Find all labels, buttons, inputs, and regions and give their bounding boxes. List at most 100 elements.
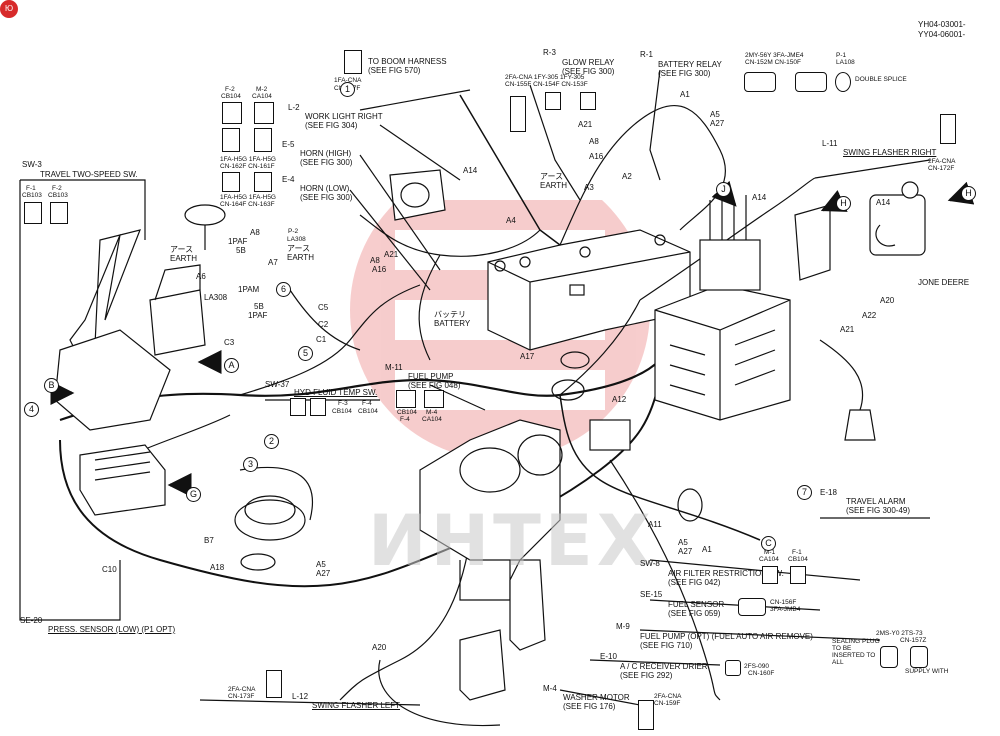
connector-battery-relay-1: [744, 72, 776, 92]
connector-fp-opt-1: [880, 646, 898, 668]
glow-relay-id: R-3: [543, 48, 556, 57]
washer-title: WASHER MOTOR: [563, 693, 630, 702]
ac-title: A / C RECEIVER DRIER: [620, 662, 708, 671]
battery-relay-cn: CN-152M CN-150F: [745, 59, 801, 66]
earth-en-2: EARTH: [287, 253, 314, 262]
connector-fuel-pump-1: [396, 390, 416, 408]
swing-left-title: SWING FLASHER LEFT: [312, 701, 401, 710]
splice-code: LA108: [836, 59, 855, 66]
part-a2: A2: [622, 172, 632, 181]
view-b-marker: B: [44, 378, 59, 393]
view-h-marker-2: H: [961, 186, 976, 201]
earth-en-3: EARTH: [540, 181, 567, 190]
swing-flasher-right-title: SWING FLASHER RIGHT: [843, 148, 937, 157]
part-a14-valve: A14: [752, 193, 767, 202]
connector-h5g-4: [254, 172, 272, 192]
fuel-sensor-ref: (SEE FIG 059): [668, 609, 721, 618]
sw3-cb103-2: CB103: [48, 192, 68, 199]
fuel-pump-opt-title: FUEL PUMP (OPT) (FUEL AUTO AIR REMOVE): [640, 632, 813, 641]
fa-h5g-cn-1: CN-162F CN-161F: [220, 163, 275, 170]
part-a21-mid: A21: [384, 250, 399, 259]
connector-sw3-1: [24, 202, 42, 224]
connector-h5g-1: [222, 128, 240, 152]
supply-with: SUPPLY WITH: [905, 668, 949, 675]
earth-jp-1: アース: [170, 245, 194, 254]
part-a14: A14: [463, 166, 478, 175]
item-6-marker: 6: [276, 282, 291, 297]
fuel-sensor-title: FUEL SENSOR: [668, 600, 725, 609]
af-cb104: CB104: [788, 556, 808, 563]
washer-cn: CN-159F: [654, 700, 681, 707]
double-splice: DOUBLE SPLICE: [855, 76, 907, 83]
view-c-marker: C: [761, 536, 776, 551]
part-a27-low: A27: [678, 547, 693, 556]
battery-relay-ref: (SEE FIG 300): [658, 69, 711, 78]
fs-cn: 3FA-JMB4: [770, 606, 801, 613]
earth-jp-2: アース: [287, 244, 311, 253]
fuse-cb104: CB104: [221, 93, 241, 100]
travel-alarm-ref: (SEE FIG 300-49): [846, 506, 911, 515]
doc-id-2: YY04-06001-: [918, 30, 966, 39]
connector-fuse-m2: [254, 102, 274, 124]
work-light: [389, 169, 446, 221]
travel-alarm-title: TRAVEL ALARM: [846, 497, 906, 506]
air-filter-ref: (SEE FIG 042): [668, 578, 721, 587]
boom-harness-ref: (SEE FIG 570): [368, 66, 421, 75]
watermark-text: ИНТЕХ: [368, 500, 655, 582]
glow-relay-cn: CN-155F CN-154F CN-153F: [505, 81, 588, 88]
fp-cb104: CB104: [397, 409, 417, 416]
air-filter-title: AIR FILTER RESTRICTION SW.: [668, 569, 784, 578]
jone-deere-label: JONE DEERE: [918, 278, 970, 287]
part-a14-right: A14: [876, 198, 891, 207]
part-a21-top: A21: [578, 120, 593, 129]
battery-en: BATTERY: [434, 319, 471, 328]
part-1paf: LA308: [204, 293, 228, 302]
sw3-f2: F-2: [52, 185, 62, 192]
af-f1: F-1: [792, 549, 802, 556]
travel-alarm: [844, 409, 876, 441]
fuse-m2: M-2: [256, 86, 268, 93]
ac-ref: (SEE FIG 292): [620, 671, 673, 680]
fuel-pump-ref: (SEE FIG 048): [408, 381, 461, 390]
publisher-logo: Ю: [0, 0, 18, 18]
view-j-marker: J: [716, 182, 731, 197]
horn-high-title: HORN (HIGH): [300, 149, 352, 158]
main-harness: [59, 359, 661, 422]
fp-f4: F-4: [400, 416, 410, 423]
item-2-marker: 2: [264, 434, 279, 449]
sealing-plug-note: SEALING PLUG TO BE INSERTED TO ALL: [832, 638, 880, 666]
connector-battery-relay-2: [795, 72, 827, 92]
swing-flasher-right-code: 2FA-CNA: [928, 158, 956, 165]
glow-relay-codes: 2FA-CNA 1FY-305 1FY-305: [505, 74, 585, 81]
part-a8-left: A8: [250, 228, 260, 237]
part-c2: C2: [318, 320, 329, 329]
glow-relay-ref: (SEE FIG 300): [562, 67, 615, 76]
part-a6: A6: [196, 272, 206, 281]
connector-fp-opt-2: [910, 646, 928, 668]
connector-af-2: [790, 566, 806, 584]
travel-two-speed-title: TRAVEL TWO-SPEED SW.: [40, 170, 138, 179]
work-light-title: WORK LIGHT RIGHT: [305, 112, 383, 121]
travel-pedals: [54, 204, 226, 431]
part-5b-low: 5B: [254, 302, 264, 311]
part-c1: C1: [316, 335, 327, 344]
connector-glow-3: [580, 92, 596, 110]
part-a21-right: A21: [840, 325, 855, 334]
hyd-cb104-2: CB104: [358, 408, 378, 415]
part-a1-low: A1: [702, 545, 712, 554]
connector-hyd-temp-1: [290, 398, 306, 416]
fa-h5g-cn-2: CN-164F CN-163F: [220, 201, 275, 208]
fa-h5g-1: 1FA-H5G 1FA-H5G: [220, 156, 276, 163]
fuel-pump-id: M-11: [385, 363, 403, 372]
part-c3: C3: [224, 338, 235, 347]
connector-glow-2: [545, 92, 561, 110]
connector-ac: [725, 660, 741, 676]
travel-alarm-id: E-18: [820, 488, 837, 497]
swing-motor: [234, 466, 314, 571]
af-m1: M-1: [764, 549, 776, 556]
battery-relay-codes: 2MY-56Y 3FA-JME4: [745, 52, 804, 59]
hyd-temp-id: SW-37: [265, 380, 290, 389]
part-a20-right: A20: [880, 296, 895, 305]
swing-left-code: 2FA-CNA: [228, 686, 256, 693]
doc-id-1: YH04-03001-: [918, 20, 966, 29]
